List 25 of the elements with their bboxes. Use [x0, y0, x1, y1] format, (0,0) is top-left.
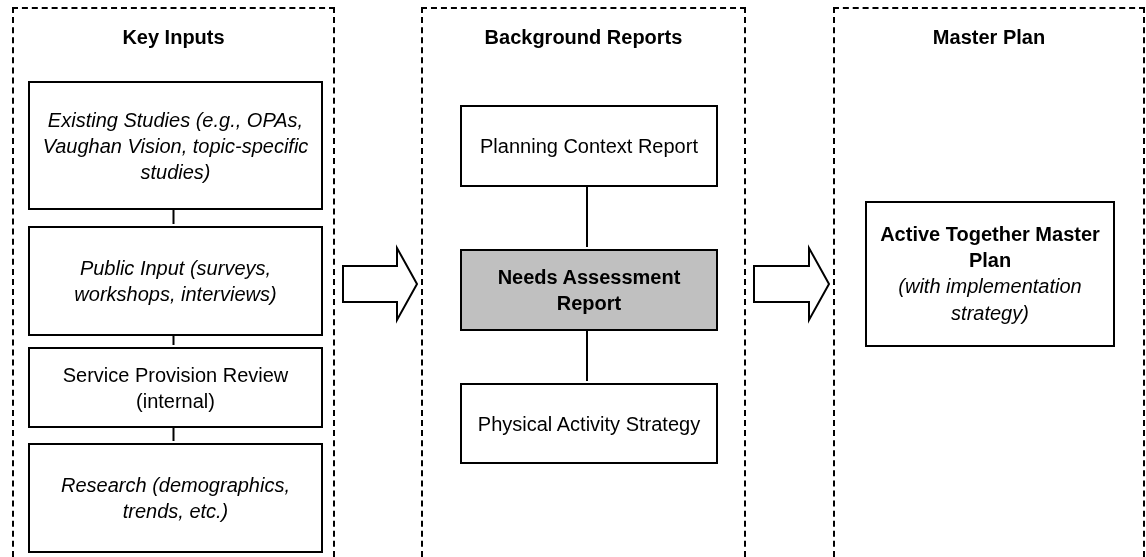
column-heading: Key Inputs — [121, 25, 226, 50]
block-arrow — [753, 244, 831, 324]
box-text: (with implementation strategy) — [897, 274, 1083, 326]
box-text: Needs Assessment Report — [496, 265, 682, 316]
box-text: Research (demographics, trends, etc.) — [60, 473, 291, 524]
box-text: Existing Studies (e.g., OPAs, Vaughan Vision, topic-specific studies) — [41, 107, 310, 185]
process-box — [865, 201, 1115, 347]
process-box — [28, 347, 323, 428]
dashed-column-panel — [421, 7, 746, 557]
highlighted-box — [460, 249, 718, 331]
column-heading: Master Plan — [931, 25, 1047, 50]
box-text: Physical Activity Strategy — [477, 411, 701, 437]
block-arrow — [342, 244, 419, 324]
box-text: Planning Context Report — [480, 134, 698, 159]
column-heading: Background Reports — [483, 25, 684, 50]
box-text: Public Input (surveys, workshops, interviews) — [73, 256, 278, 307]
box-text: Active Together Master Plan — [879, 222, 1101, 273]
process-box — [28, 226, 323, 336]
dashed-column-panel — [12, 7, 335, 557]
box-text: Service Provision Review (internal) — [61, 362, 290, 414]
dashed-column-panel — [833, 7, 1145, 557]
process-box — [460, 105, 718, 187]
process-box — [28, 443, 323, 553]
process-box — [460, 383, 718, 464]
process-box — [28, 81, 323, 210]
